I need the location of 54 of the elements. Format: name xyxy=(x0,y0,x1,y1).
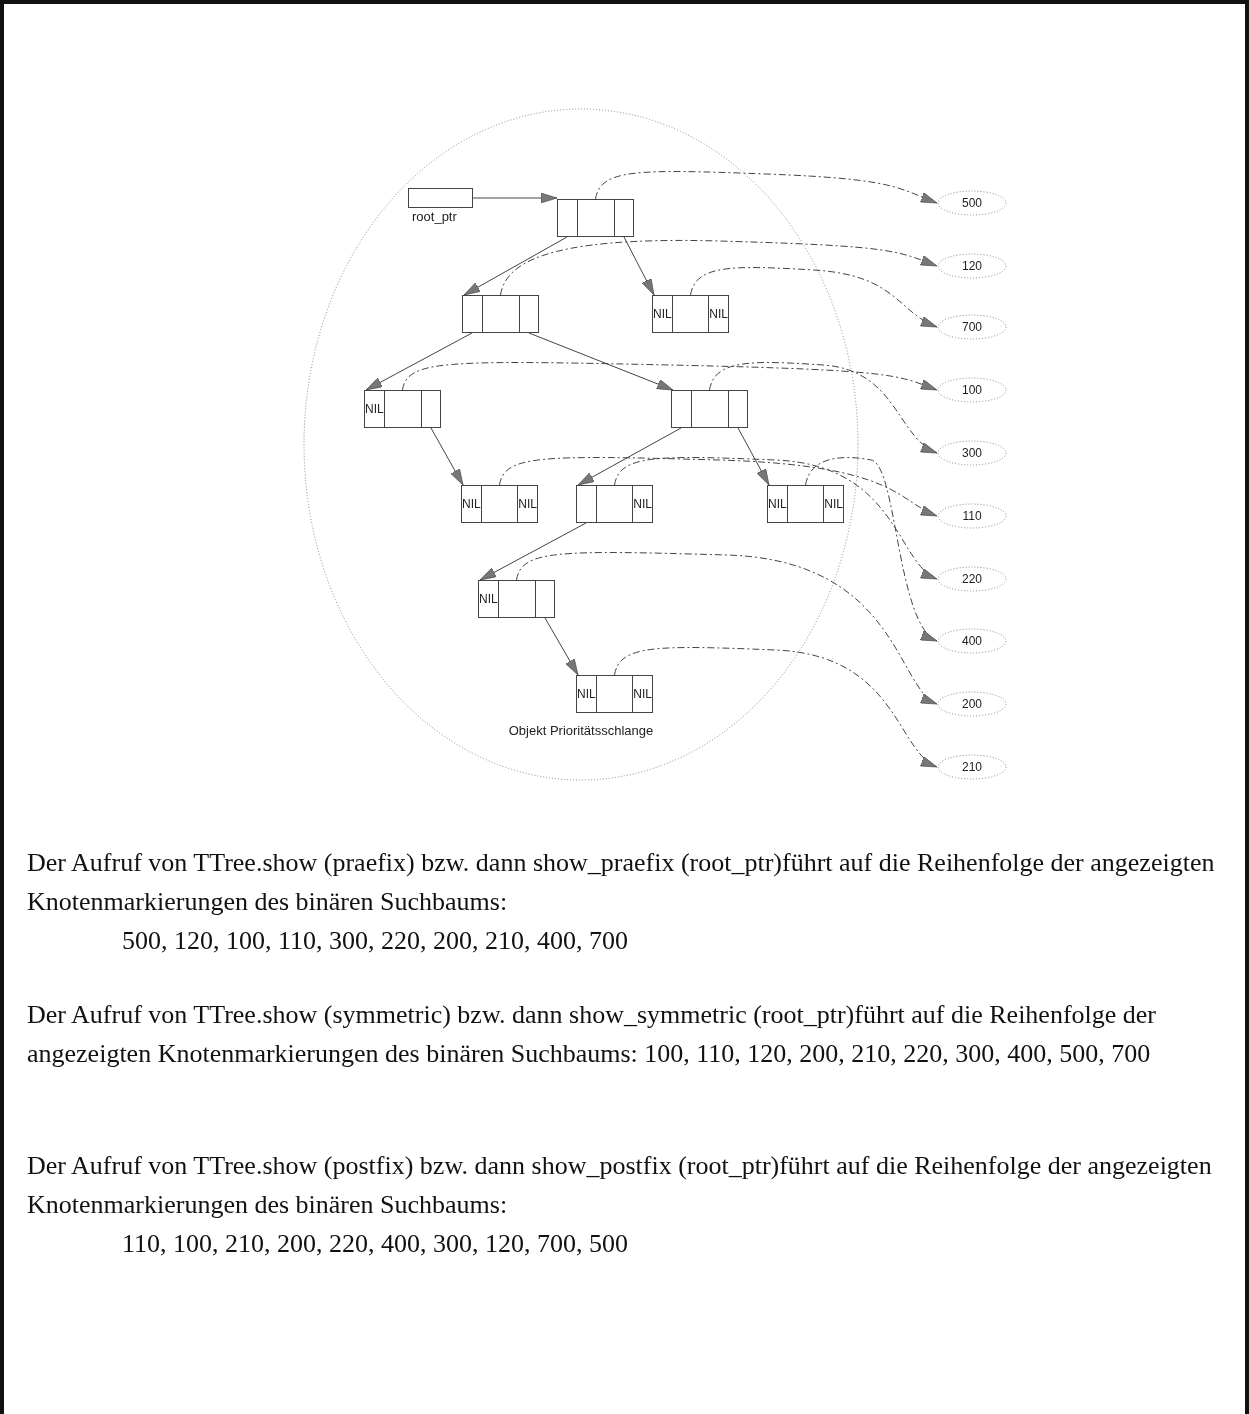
record-box xyxy=(478,580,555,618)
nil-label: NIL xyxy=(633,688,652,700)
arrow xyxy=(463,236,568,296)
record-box xyxy=(767,485,844,523)
arrow xyxy=(544,617,579,676)
number-sequence: 500, 120, 100, 110, 300, 220, 200, 210, 400, 700 xyxy=(122,925,630,957)
number-sequence: 110, 100, 210, 200, 220, 400, 300, 120, 700, 500 xyxy=(122,1228,630,1260)
record-box xyxy=(462,295,539,333)
arrow xyxy=(577,427,682,486)
value-ellipse: 700 xyxy=(937,314,1007,340)
dashed-arrow xyxy=(805,457,938,642)
paragraph: Der Aufruf von TTree.show (symmetric) bzw. dann show_symmetric (root_ptr)führt auf die Reihenfolge der angezeigten Knotenmarkierungen des binären Suchbaums: 100, 110, 120, 200, 210, 220, 300, 400, 500, 700 xyxy=(27,999,1158,1070)
nil-label: NIL xyxy=(479,593,498,605)
arrow xyxy=(479,522,587,581)
arrow xyxy=(528,332,674,391)
record-box xyxy=(576,485,653,523)
nil-label: NIL xyxy=(709,308,728,320)
dashed-arrow xyxy=(614,647,938,768)
value-ellipse: 400 xyxy=(937,628,1007,654)
nil-label: NIL xyxy=(365,403,384,415)
nil-label: NIL xyxy=(768,498,787,510)
pointer-label: root_ptr xyxy=(411,209,458,224)
dashed-arrow xyxy=(500,239,938,296)
value-ellipse: 210 xyxy=(937,754,1007,780)
paragraph: Der Aufruf von TTree.show (praefix) bzw. dann show_praefix (root_ptr)führt auf die Reihenfolge der angezeigten Knotenmarkierungen des binären Suchbaums: xyxy=(27,847,1216,918)
record-box xyxy=(652,295,729,333)
arrow xyxy=(737,427,770,486)
arrow xyxy=(623,236,655,296)
dashed-arrow xyxy=(499,457,938,517)
value-ellipse: 200 xyxy=(937,691,1007,717)
nil-label: NIL xyxy=(577,688,596,700)
nil-label: NIL xyxy=(824,498,843,510)
record-box xyxy=(557,199,634,237)
dashed-arrow xyxy=(614,457,938,580)
dashed-arrow xyxy=(709,362,938,454)
value-ellipse: 300 xyxy=(937,440,1007,466)
nil-label: NIL xyxy=(462,498,481,510)
value-ellipse: 110 xyxy=(937,503,1007,529)
record-box xyxy=(461,485,538,523)
value-ellipse: 500 xyxy=(937,190,1007,216)
record-box xyxy=(671,390,748,428)
group-label: Objekt Prioritätsschlange xyxy=(507,723,655,738)
arrow xyxy=(365,332,473,391)
value-ellipse: 100 xyxy=(937,377,1007,403)
value-ellipse: 220 xyxy=(937,566,1007,592)
nil-label: NIL xyxy=(633,498,652,510)
record-box xyxy=(364,390,441,428)
record-box xyxy=(576,675,653,713)
dashed-arrow xyxy=(516,552,938,705)
nil-label: NIL xyxy=(653,308,672,320)
value-ellipse: 120 xyxy=(937,253,1007,279)
paragraph: Der Aufruf von TTree.show (postfix) bzw. dann show_postfix (root_ptr)führt auf die Reihenfolge der angezeigten Knotenmarkierungen des binären Suchbaums: xyxy=(27,1150,1213,1221)
nil-label: NIL xyxy=(518,498,537,510)
arrow xyxy=(430,427,464,486)
